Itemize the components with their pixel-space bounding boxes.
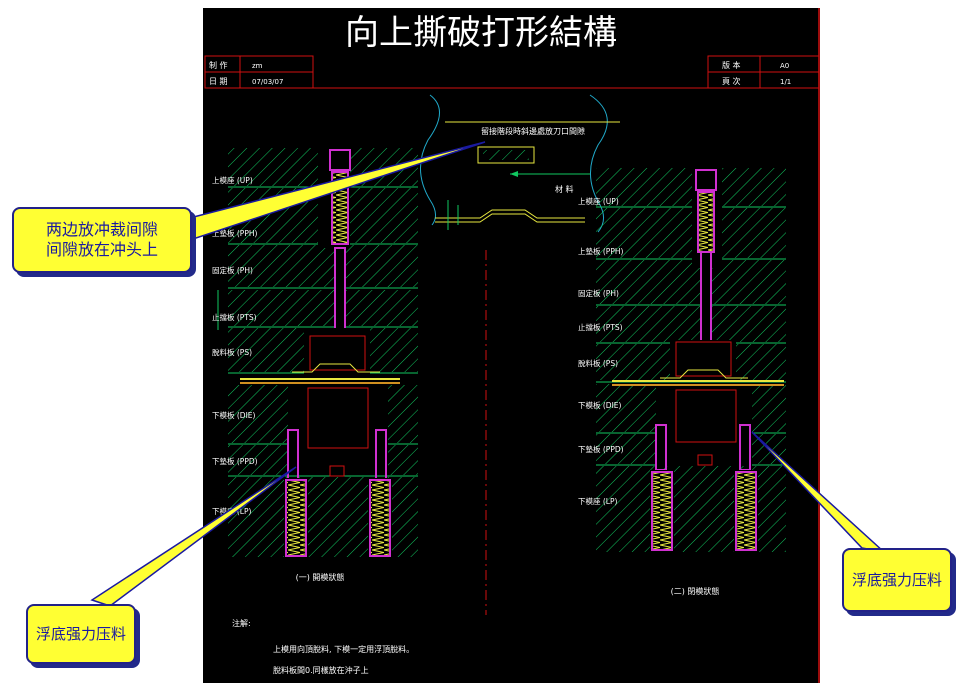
right-layer-label: 上墊板 (PPH) [578,246,623,256]
right-layer-labels: 上模座 (UP) 上墊板 (PPH) 固定板 (PH) 止擋板 (PTS) 脫料… [578,196,624,506]
header-left-row1-label: 制 作 [209,60,228,70]
callout-top-left-line2: 间隙放在冲头上 [45,240,158,259]
callout-right-text: 浮底强力压料 [851,570,942,589]
left-layer-label: 上模座 (UP) [212,175,253,185]
header-left-row2-label: 日 期 [209,77,228,86]
header-right-block: 版 本 A0 頁 次 1/1 [707,55,820,89]
right-layer-label: 下墊板 (PPD) [578,444,624,454]
left-layer-label: 上墊板 (PPH) [212,228,257,238]
callout-right: 浮底强力压料 [842,548,952,612]
header-left-row2-value: 07/03/07 [252,78,283,86]
right-station-caption: (二) 閉模狀態 [671,586,720,596]
right-layer-label: 脫料板 (PS) [578,358,618,368]
right-layer-label: 下模座 (LP) [578,496,618,506]
center-note: 留接階段時斜邊處放刀口間隙 [481,126,585,136]
right-layer-label: 上模座 (UP) [578,196,619,206]
right-station [596,168,786,552]
note-line: 脫料板間0.同樣放在沖子上 [273,665,369,675]
right-layer-label: 固定板 (PH) [578,288,619,298]
left-station-caption: (一) 開模狀態 [296,572,345,582]
right-layer-label: 止擋板 (PTS) [578,322,623,332]
left-station [217,148,418,558]
material-label: 材 料 [555,184,574,194]
left-layer-label: 止擋板 (PTS) [212,312,257,322]
left-layer-label: 脫料板 (PS) [212,347,252,357]
left-layer-label: 下模板 (DIE) [212,410,256,420]
header-right-row2-label: 頁 次 [722,76,741,86]
header-right-row2-value: 1/1 [780,78,791,86]
callout-top-left-line1: 两边放冲裁间隙 [45,220,158,239]
header-left-row1-value: zm [252,62,263,70]
callout-leader-bottom-left [90,466,297,607]
callout-bottom-left-text: 浮底强力压料 [35,624,126,643]
callout-top-left: 两边放冲裁间隙 间隙放在冲头上 [12,207,192,273]
note-line: 上模用向頂脫料, 下模一定用浮頂脫料。 [273,644,414,654]
header-right-row1-label: 版 本 [722,60,741,70]
header-right-row1-value: A0 [780,62,789,70]
left-layer-label: 固定板 (PH) [212,265,253,275]
right-layer-label: 下模板 (DIE) [578,400,622,410]
notes-title: 注解: [232,618,251,628]
left-layer-label: 下墊板 (PPD) [212,456,258,466]
callout-bottom-left: 浮底强力压料 [26,604,136,664]
drawing-title: 向上撕破打形結構 [345,13,617,53]
